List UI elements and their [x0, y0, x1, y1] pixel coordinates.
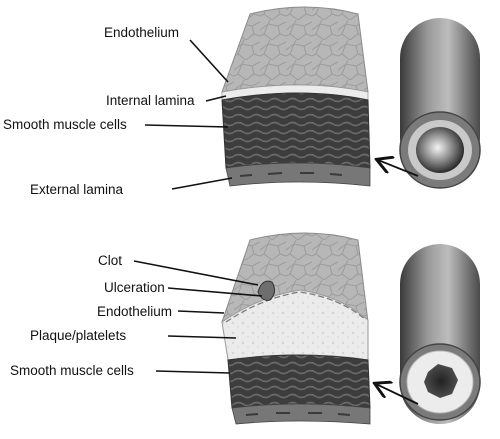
healthy-view-arrow [378, 160, 419, 177]
healthy-leader-lines [144, 39, 233, 190]
label-clot: Clot [98, 253, 123, 268]
label-endothelium-top: Endothelium [104, 25, 180, 40]
diseased-leader-lines [133, 260, 263, 374]
healthy-smooth-muscle-layer [221, 92, 371, 169]
diseased-artery-tube [399, 244, 481, 424]
label-smooth-muscle-top: Smooth muscle cells [3, 117, 127, 132]
healthy-endothelium-surface [221, 6, 369, 93]
healthy-artery-tube [399, 18, 481, 189]
clot-ulceration [257, 280, 276, 301]
healthy-external-layer [225, 162, 371, 187]
diseased-smooth-muscle-layer [227, 354, 371, 409]
label-smooth-muscle-bottom: Smooth muscle cells [10, 363, 134, 378]
diseased-view-arrow [376, 384, 419, 405]
diseased-artery-wedge [221, 232, 371, 425]
label-endothelium-bottom: Endothelium [97, 304, 173, 319]
label-external-lamina: External lamina [30, 182, 124, 197]
healthy-artery-wedge [221, 6, 371, 187]
narrowed-lumen [424, 364, 458, 398]
label-ulceration: Ulceration [104, 280, 165, 295]
healthy-lumen [416, 127, 464, 173]
label-internal-lamina: Internal lamina [106, 93, 195, 108]
label-plaque-platelets: Plaque/platelets [30, 328, 127, 343]
